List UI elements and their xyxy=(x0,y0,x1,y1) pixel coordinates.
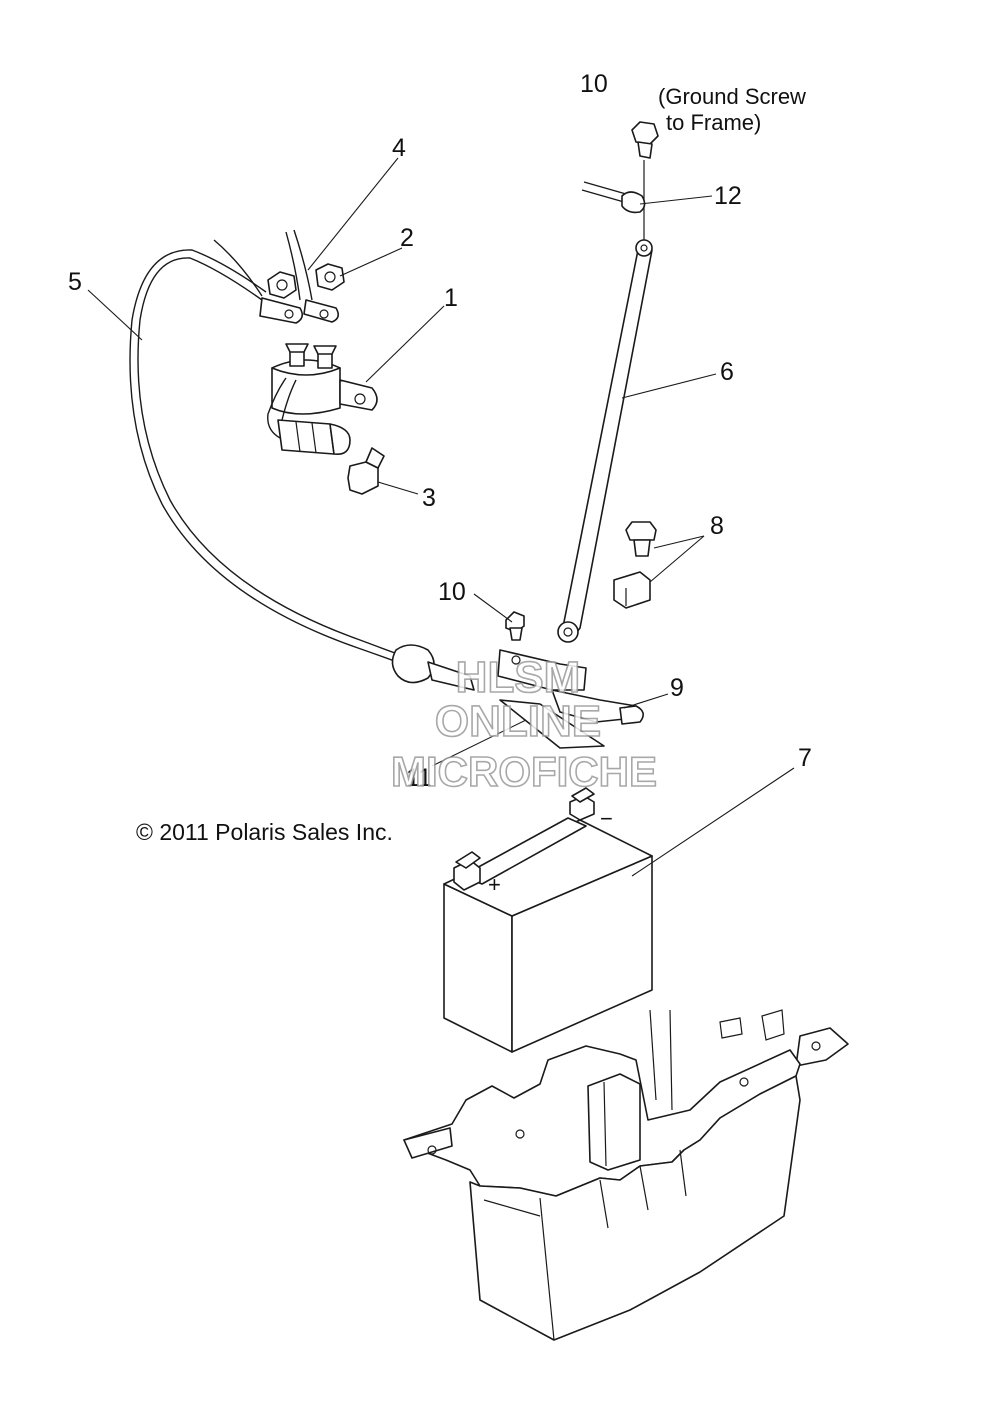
watermark: HLSM ONLINE MICROFICHE xyxy=(390,652,658,796)
copyright-text: © 2011 Polaris Sales Inc. xyxy=(136,819,393,845)
battery-positive-mark: + xyxy=(488,872,501,897)
part-7-battery xyxy=(443,787,653,1053)
callout-10-mid: 10 xyxy=(438,578,466,606)
callout-4: 4 xyxy=(392,134,406,162)
ground-screw-note-line1: (Ground Screw xyxy=(658,84,806,109)
leader-8a xyxy=(653,535,705,549)
terminal-nut xyxy=(267,271,297,299)
callout-3: 3 xyxy=(422,484,436,512)
callout-2: 2 xyxy=(400,224,414,252)
part-6-ground-strap xyxy=(557,160,653,643)
battery-negative-mark: − xyxy=(600,806,613,831)
leader-5 xyxy=(87,289,143,341)
leader-7 xyxy=(631,767,795,877)
part-10-screw xyxy=(505,611,525,641)
leader-6 xyxy=(621,373,717,399)
callout-9: 9 xyxy=(670,674,684,702)
part-9-terminal xyxy=(497,649,644,725)
callout-5: 5 xyxy=(68,268,82,296)
ground-screw-note-line2: to Frame) xyxy=(666,110,761,135)
leader-1 xyxy=(365,305,445,383)
part-4-cable xyxy=(285,229,313,301)
battery-tray xyxy=(403,1009,849,1341)
callout-6: 6 xyxy=(720,358,734,386)
leader-lines xyxy=(87,157,795,877)
callout-12: 12 xyxy=(714,182,742,210)
callout-11: 11 xyxy=(406,764,432,792)
watermark-line-1: HLSM xyxy=(456,653,581,702)
callout-7: 7 xyxy=(798,744,812,772)
leader-3 xyxy=(377,481,419,495)
part-12-ground-cable xyxy=(581,181,646,214)
leader-12 xyxy=(639,195,713,205)
starter-solenoid xyxy=(259,297,378,456)
watermark-line-2: ONLINE xyxy=(435,697,601,746)
callout-1: 1 xyxy=(444,284,458,312)
callout-10-top: 10 xyxy=(580,70,608,98)
part-8-bolt-and-nut xyxy=(613,521,657,609)
leader-10-mid xyxy=(473,593,513,623)
part-3-bolt xyxy=(347,447,385,495)
leader-8b xyxy=(649,535,705,583)
leader-11 xyxy=(431,719,527,767)
part-5-cable xyxy=(129,239,475,691)
leader-2 xyxy=(339,247,403,277)
part-11-pad xyxy=(499,699,605,749)
callout-8: 8 xyxy=(710,512,724,540)
leader-4 xyxy=(307,157,399,271)
watermark-line-3: MICROFICHE xyxy=(391,748,657,795)
leader-9 xyxy=(623,693,669,709)
part-2-nut xyxy=(315,263,345,291)
part-10-ground-screw xyxy=(631,121,659,159)
